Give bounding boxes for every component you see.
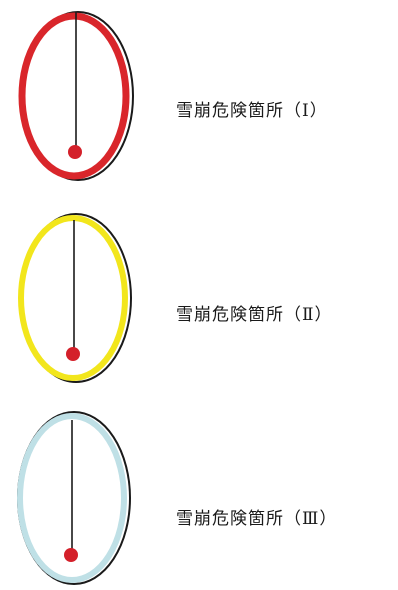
legend-item-hazard-1: 雪崩危険箇所（Ⅰ） [0, 0, 398, 190]
avalanche-hazard-red-icon [18, 11, 134, 181]
legend-item-hazard-3: 雪崩危険箇所（Ⅲ） [0, 400, 398, 590]
avalanche-hazard-yellow-icon [18, 213, 132, 383]
legend-label-hazard-1: 雪崩危険箇所（Ⅰ） [176, 101, 328, 121]
legend-item-hazard-2: 雪崩危険箇所（Ⅱ） [0, 200, 398, 390]
avalanche-hazard-lightblue-icon [17, 411, 131, 585]
legend-label-hazard-2: 雪崩危険箇所（Ⅱ） [176, 305, 333, 325]
legend-label-hazard-3: 雪崩危険箇所（Ⅲ） [176, 509, 338, 529]
